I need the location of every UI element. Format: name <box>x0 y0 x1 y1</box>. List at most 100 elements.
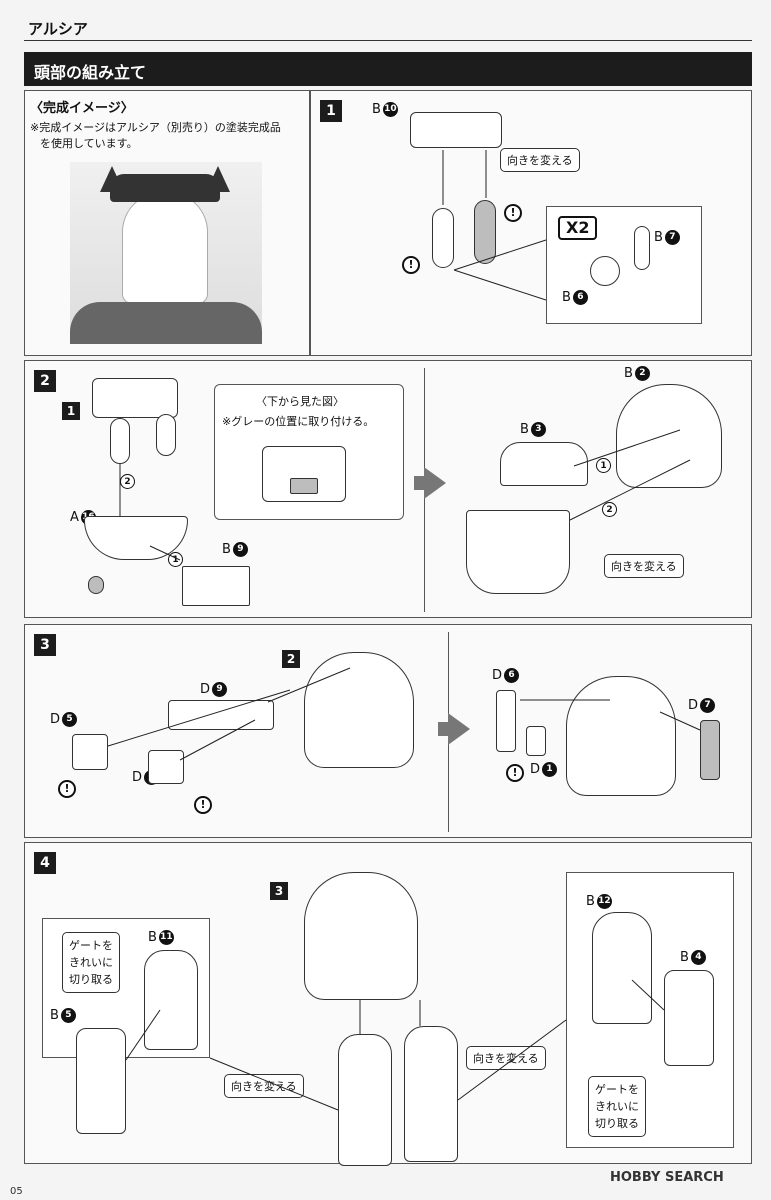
part-d9 <box>168 700 274 730</box>
next-arrow-shaft <box>438 722 450 736</box>
part-number: 12 <box>596 894 612 909</box>
part-letter: B <box>562 290 571 305</box>
next-arrow <box>424 467 446 499</box>
part-d1 <box>526 726 546 756</box>
bottom-view-note: ※グレーの位置に取り付ける。 <box>222 415 375 428</box>
part-number: 9 <box>212 682 228 697</box>
part-letter: B <box>586 894 595 909</box>
gate-note-line: ゲートを <box>69 939 113 952</box>
change-direction-note: 向きを変える <box>604 554 684 578</box>
step-1-number: 1 <box>320 100 342 122</box>
part-number: 10 <box>382 102 398 117</box>
part-letter: D <box>492 668 503 683</box>
figure-ear-right <box>206 166 230 192</box>
part-label-d7: D 7 <box>688 698 716 713</box>
figure-ear-left <box>100 166 124 192</box>
head-base-assembly <box>466 510 570 594</box>
hair-part-b12 <box>592 912 652 1024</box>
completion-heading: 〈完成イメージ〉 <box>30 101 134 116</box>
part-letter: D <box>50 712 61 727</box>
neck-assembly <box>92 378 178 418</box>
part-letter: B <box>624 366 633 381</box>
part-number: 6 <box>572 290 588 305</box>
part-letter: D <box>688 698 699 713</box>
part-number: 3 <box>530 422 546 437</box>
part-label-b6: B 6 <box>562 290 588 305</box>
part-letter: A <box>70 510 79 525</box>
part-letter: B <box>680 950 689 965</box>
part-number: 6 <box>504 668 520 683</box>
hair-tail-left <box>338 1034 392 1166</box>
part-letter: D <box>132 770 143 785</box>
hair-tail-right <box>404 1026 458 1162</box>
head-assembly-step3 <box>566 676 676 796</box>
part-b3 <box>500 442 588 486</box>
ball-part-b6 <box>590 256 620 286</box>
completed-head-photo <box>70 162 262 344</box>
head-assembly-step4 <box>304 872 418 1000</box>
page-number: 05 <box>10 1186 23 1197</box>
caution-icon: ! <box>506 764 524 782</box>
circle-step-1-right: 1 <box>596 458 611 473</box>
gate-note-line: きれいに <box>69 956 113 969</box>
next-arrow <box>448 713 470 745</box>
circle-number: 2 <box>120 474 135 489</box>
change-direction-note-left: 向きを変える <box>224 1074 304 1098</box>
quantity-x2-badge: X2 <box>558 216 598 240</box>
part-label-b9: B 9 <box>222 542 248 557</box>
gate-note-line: 切り取る <box>69 973 113 986</box>
caution-icon: ! <box>402 256 420 274</box>
part-a16-pin <box>88 576 104 594</box>
hair-part-b11 <box>144 950 198 1050</box>
part-label-b2: B 2 <box>624 366 650 381</box>
gate-cut-note-left: ゲートを きれいに 切り取る <box>62 932 120 993</box>
gate-note-line: ゲートを <box>595 1083 639 1096</box>
next-arrow-shaft <box>414 476 426 490</box>
part-label-b11: B 11 <box>148 930 174 945</box>
figure-hat <box>110 174 220 202</box>
part-label-b5: B 5 <box>50 1008 76 1023</box>
part-label-d1: D 1 <box>530 762 558 777</box>
hair-part-b5 <box>76 1028 126 1134</box>
part-letter: B <box>222 542 231 557</box>
part-d7 <box>700 720 720 780</box>
part-letter: B <box>372 102 381 117</box>
hair-part-b4 <box>664 970 714 1066</box>
part-label-d5: D 5 <box>50 712 78 727</box>
part-number: 2 <box>634 366 650 381</box>
part-d4 <box>148 750 184 784</box>
gate-note-line: 切り取る <box>595 1117 639 1130</box>
step-2-number: 2 <box>34 370 56 392</box>
part-number: 7 <box>664 230 680 245</box>
part-label-b3: B 3 <box>520 422 546 437</box>
part-number: 5 <box>62 712 78 727</box>
gate-cut-note-right: ゲートを きれいに 切り取る <box>588 1076 646 1137</box>
part-b9 <box>182 566 250 606</box>
section-header: 頭部の組み立て <box>24 52 752 86</box>
circle-step-2-right: 2 <box>602 502 617 517</box>
caution-icon: ! <box>504 204 522 222</box>
step-3-number: 3 <box>34 634 56 656</box>
step-4-number: 4 <box>34 852 56 874</box>
part-letter: B <box>520 422 529 437</box>
ball-joint-left <box>432 208 454 268</box>
part-label-b4: B 4 <box>680 950 706 965</box>
part-letter: D <box>200 682 211 697</box>
gate-note-line: きれいに <box>595 1100 639 1113</box>
part-number: 9 <box>232 542 248 557</box>
socket-part-b7 <box>634 226 650 270</box>
circle-number: 2 <box>602 502 617 517</box>
title-rule <box>24 40 752 41</box>
part-number: 4 <box>690 950 706 965</box>
part-letter: B <box>148 930 157 945</box>
neck-ball-left <box>110 418 130 464</box>
part-letter: B <box>654 230 663 245</box>
ball-joint-right <box>474 200 496 264</box>
part-label-b12: B 12 <box>586 894 612 909</box>
change-direction-note: 向きを変える <box>500 148 580 172</box>
gray-mount-position <box>290 478 318 494</box>
caution-icon: ! <box>194 796 212 814</box>
part-label-b7: B 7 <box>654 230 680 245</box>
